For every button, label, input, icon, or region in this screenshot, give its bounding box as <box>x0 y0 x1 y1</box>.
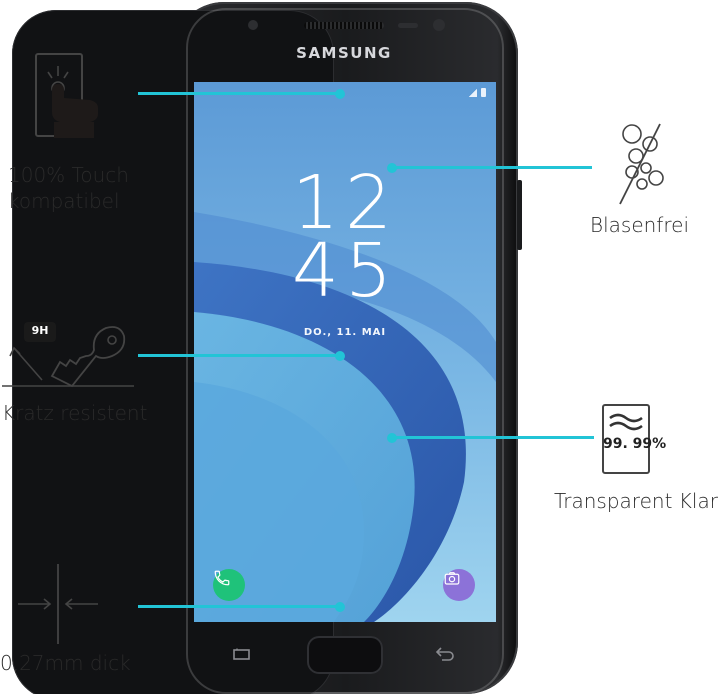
hardness-badge-text: 9H <box>31 324 49 337</box>
callout-dot-scratch <box>335 351 345 361</box>
hardness-badge <box>24 322 56 342</box>
callout-line-transparency <box>392 436 594 439</box>
recent-apps-icon[interactable] <box>232 648 252 662</box>
signal-icon <box>469 89 477 97</box>
callout-line-scratch <box>138 354 343 357</box>
camera-icon <box>444 572 460 585</box>
proximity-sensor <box>248 20 258 30</box>
phone-handset-icon <box>214 570 230 586</box>
phone-app-icon[interactable] <box>213 569 245 601</box>
callout-line-bubbles <box>392 166 592 169</box>
callout-line-thickness <box>138 605 343 608</box>
callout-line-touch <box>138 92 343 95</box>
camera-app-icon[interactable] <box>443 569 475 601</box>
status-bar <box>469 88 486 97</box>
key-scratch-icon <box>2 326 134 388</box>
bubbles-label: Blasenfrei <box>590 213 689 237</box>
lock-date: DO., 11. MAI <box>303 327 387 338</box>
transparency-label: Transparent Klar <box>554 489 718 513</box>
brand-logo: SAMSUNG <box>296 44 392 62</box>
lock-screen: 12 45 DO., 11. MAI <box>194 82 496 622</box>
transparency-card-icon <box>602 404 650 474</box>
callout-dot-thickness <box>335 602 345 612</box>
transparency-value: 99. 99% <box>603 436 667 452</box>
thickness-label: 0,27mm dick <box>0 651 131 675</box>
clock-minute: 45 <box>291 228 399 314</box>
light-sensor <box>398 23 418 28</box>
touch-label-line2: kompatibel <box>8 189 120 213</box>
home-button[interactable] <box>307 636 383 674</box>
touch-label-line1: 100% Touch <box>8 163 129 187</box>
power-button <box>517 180 522 250</box>
callout-dot-transparency <box>387 433 397 443</box>
clock-hour: 12 <box>291 160 399 246</box>
no-bubbles-icon <box>619 123 664 205</box>
battery-icon <box>481 88 486 97</box>
wallpaper <box>194 82 496 622</box>
scratch-label: Kratz resistent <box>2 401 148 425</box>
back-icon[interactable] <box>434 646 456 662</box>
callout-dot-touch <box>335 89 345 99</box>
thickness-arrows-icon <box>18 564 98 644</box>
callout-dot-bubbles <box>387 163 397 173</box>
hand-touch-icon <box>35 53 98 138</box>
earpiece-speaker <box>304 22 384 29</box>
front-camera <box>433 19 445 31</box>
